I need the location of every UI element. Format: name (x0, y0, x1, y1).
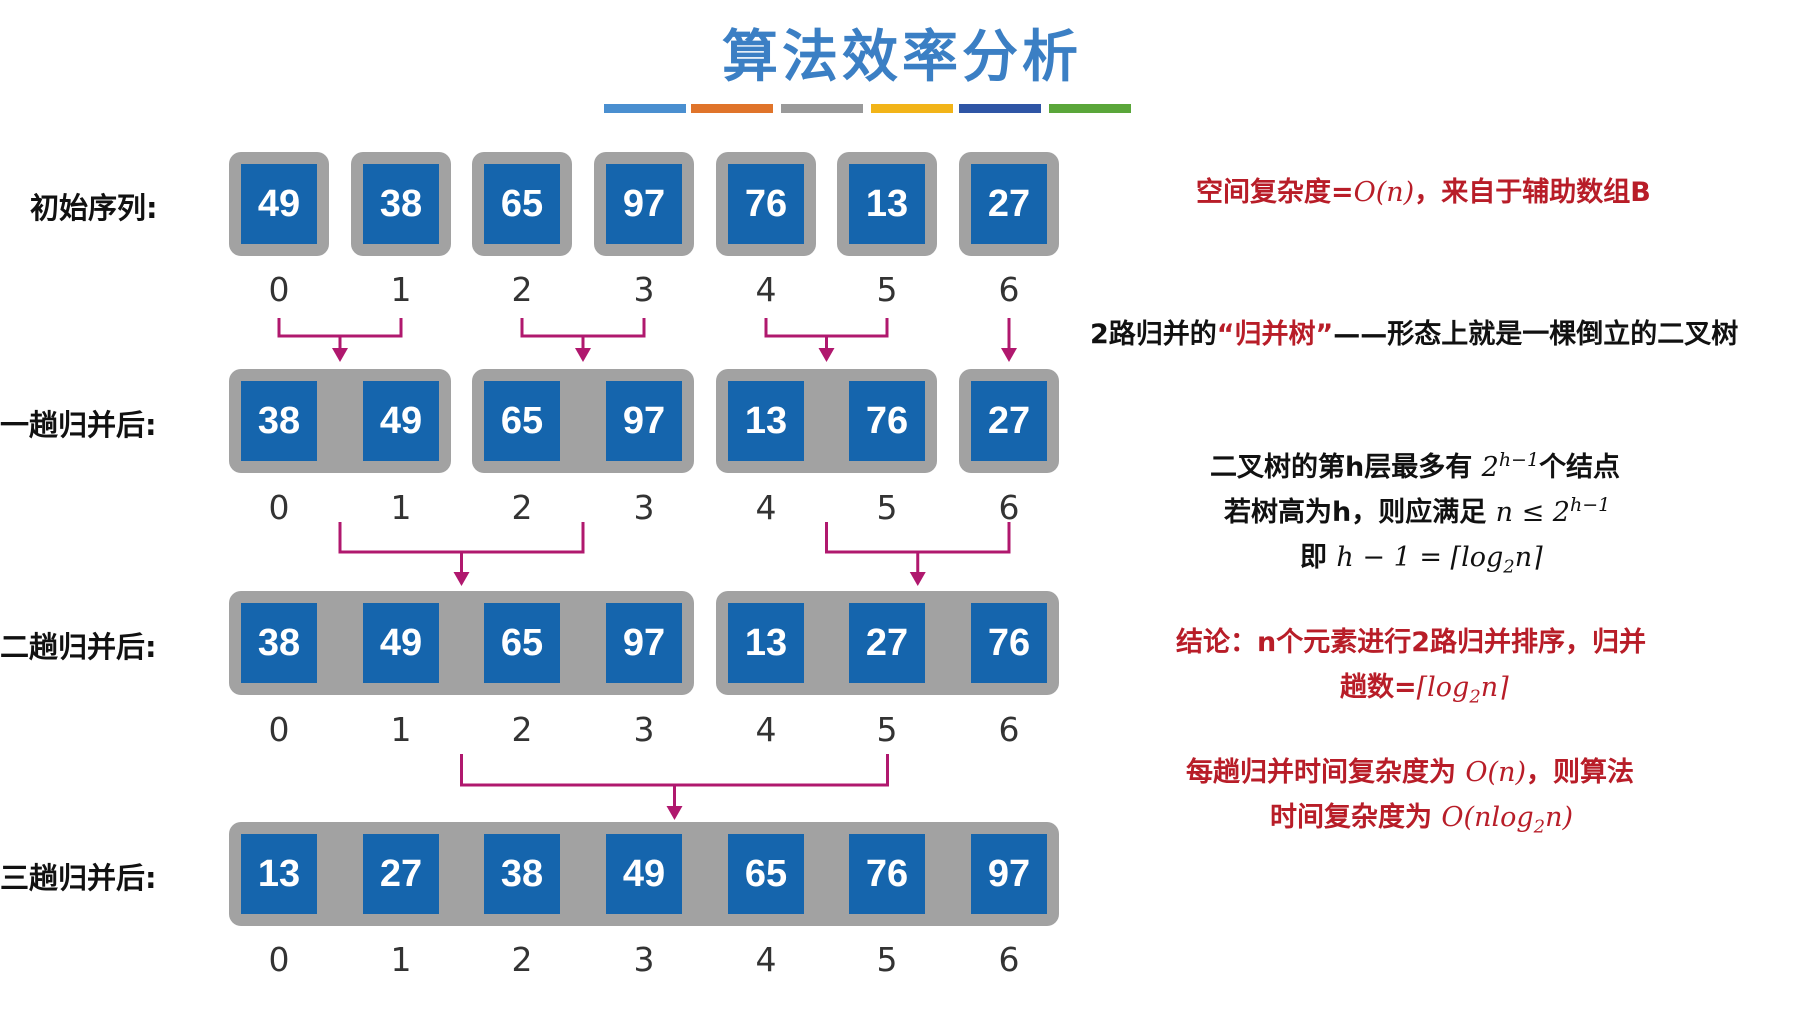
array-cell: 97 (606, 603, 682, 683)
title-color-bar (871, 104, 953, 113)
array-index: 2 (511, 270, 533, 309)
merge-arrow (520, 318, 646, 362)
array-cell: 38 (484, 834, 560, 914)
conclusion-line-2: 趟数=⌈log2n⌉ (1340, 672, 1509, 708)
array-index: 0 (268, 710, 290, 749)
row-label: 初始序列: (30, 191, 158, 225)
array-index: 3 (633, 710, 655, 749)
array-index: 3 (633, 270, 655, 309)
binary-tree-level-note: 二叉树的第h层最多有 2h−1个结点 (1210, 449, 1621, 483)
title-color-bar (781, 104, 863, 113)
array-cell: 76 (849, 381, 925, 461)
array-cell: 27 (363, 834, 439, 914)
array-index: 3 (633, 488, 655, 527)
title-color-bar (604, 104, 686, 113)
array-index: 5 (876, 488, 898, 527)
array-cell: 65 (484, 164, 560, 244)
array-index: 4 (755, 270, 777, 309)
time-complexity-line-2: 时间复杂度为 O(nlog2n) (1270, 802, 1574, 838)
row-label: 二趟归并后: (0, 630, 157, 664)
array-cell: 49 (606, 834, 682, 914)
array-index: 6 (998, 940, 1020, 979)
conclusion-line-1: 结论：n个元素进行2路归并排序，归并 (1176, 627, 1647, 658)
array-index: 4 (755, 488, 777, 527)
array-index: 5 (876, 270, 898, 309)
merge-arrow (825, 522, 1011, 586)
time-complexity-line-1: 每趟归并时间复杂度为 O(n)，则算法 (1186, 757, 1634, 788)
array-cell: 27 (971, 164, 1047, 244)
array-cell: 65 (728, 834, 804, 914)
merge-arrow (338, 522, 585, 586)
array-index: 1 (390, 488, 412, 527)
array-index: 0 (268, 270, 290, 309)
array-index: 0 (268, 940, 290, 979)
array-index: 2 (511, 710, 533, 749)
array-index: 5 (876, 940, 898, 979)
merge-arrow (460, 754, 889, 820)
array-index: 1 (390, 270, 412, 309)
array-cell: 97 (971, 834, 1047, 914)
title-color-bar (691, 104, 773, 113)
merge-tree-note: 2路归并的“归并树”——形态上就是一棵倒立的二叉树 (1090, 319, 1739, 350)
array-index: 1 (390, 710, 412, 749)
array-cell: 97 (606, 164, 682, 244)
array-cell: 49 (241, 164, 317, 244)
merge-arrow (1001, 318, 1017, 362)
title-color-bar (1049, 104, 1131, 113)
array-index: 6 (998, 710, 1020, 749)
array-index: 2 (511, 940, 533, 979)
row-label: 一趟归并后: (0, 408, 157, 442)
array-index: 6 (998, 270, 1020, 309)
merge-arrow (764, 318, 889, 362)
array-cell: 13 (728, 381, 804, 461)
array-cell: 27 (849, 603, 925, 683)
array-cell: 38 (241, 381, 317, 461)
array-cell: 76 (971, 603, 1047, 683)
space-complexity-note: 空间复杂度=O(n)，来自于辅助数组B (1196, 177, 1651, 208)
array-cell: 65 (484, 603, 560, 683)
array-cell: 76 (728, 164, 804, 244)
array-cell: 65 (484, 381, 560, 461)
array-cell: 38 (363, 164, 439, 244)
array-cell: 13 (849, 164, 925, 244)
array-index: 2 (511, 488, 533, 527)
page-title: 算法效率分析 (722, 25, 1082, 90)
merge-arrow (277, 318, 403, 362)
array-index: 1 (390, 940, 412, 979)
array-cell: 27 (971, 381, 1047, 461)
array-index: 3 (633, 940, 655, 979)
array-cell: 76 (849, 834, 925, 914)
array-index: 5 (876, 710, 898, 749)
array-index: 4 (755, 710, 777, 749)
array-index: 0 (268, 488, 290, 527)
row-label: 三趟归并后: (0, 861, 157, 895)
array-cell: 49 (363, 603, 439, 683)
array-index: 6 (998, 488, 1020, 527)
array-cell: 97 (606, 381, 682, 461)
array-index: 4 (755, 940, 777, 979)
array-cell: 13 (241, 834, 317, 914)
array-cell: 49 (363, 381, 439, 461)
title-color-bar (959, 104, 1041, 113)
array-cell: 13 (728, 603, 804, 683)
height-formula-note: 即 h − 1 = ⌈log2n⌉ (1300, 542, 1543, 578)
tree-height-note: 若树高为h，则应满足 n ≤ 2h−1 (1224, 494, 1611, 528)
array-cell: 38 (241, 603, 317, 683)
